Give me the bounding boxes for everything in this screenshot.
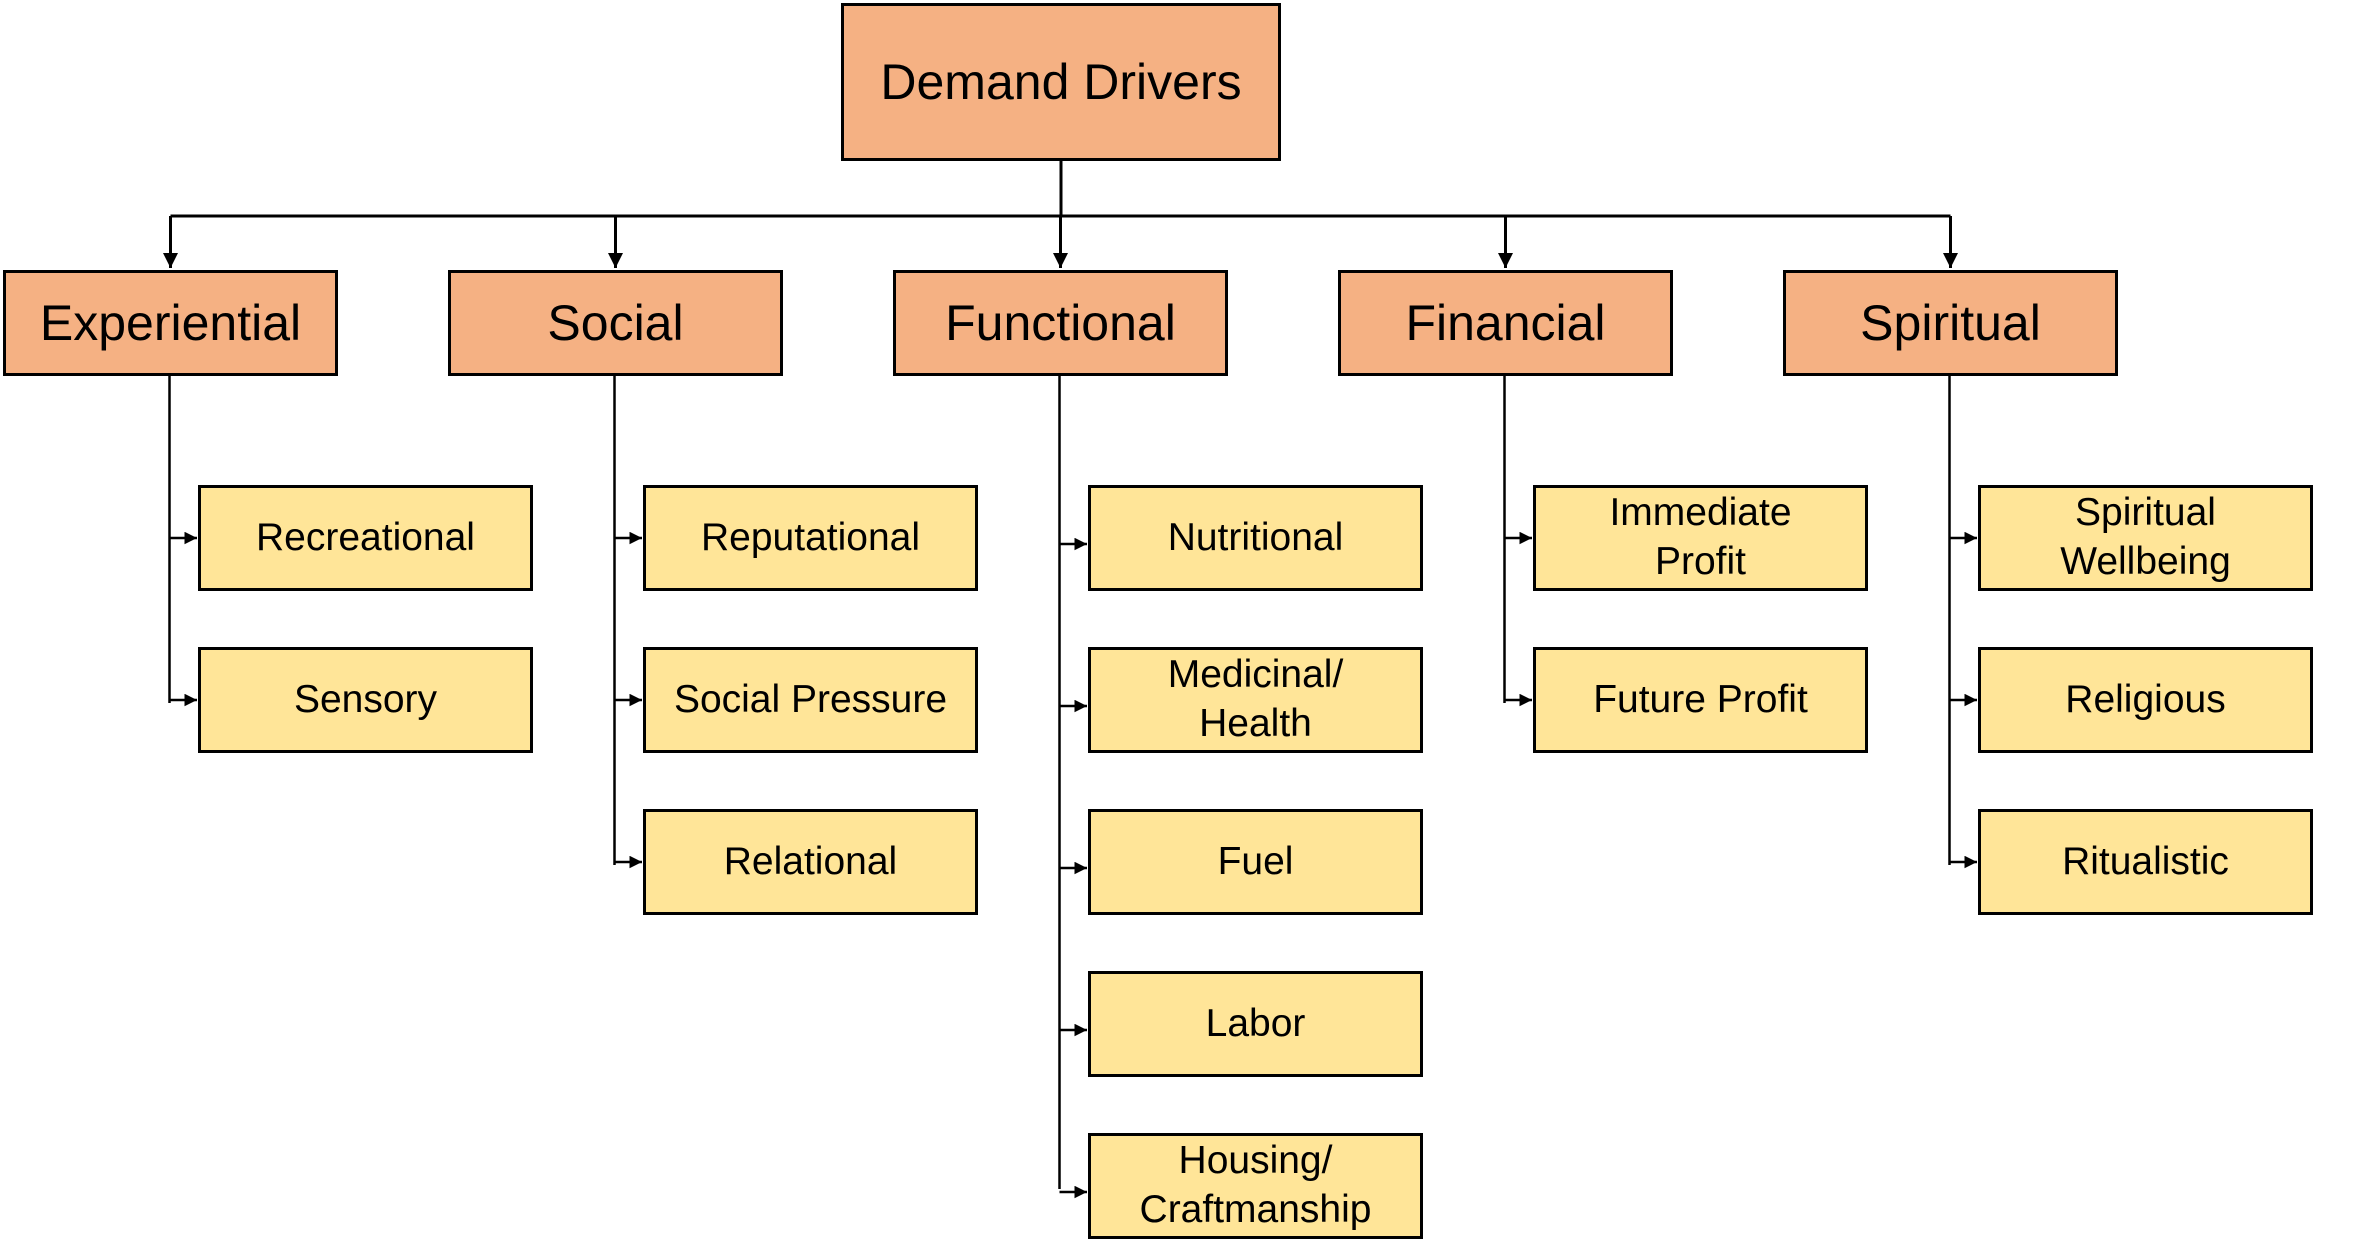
item-functional-4: Housing/ Craftmanship <box>1088 1133 1423 1239</box>
category-functional: Functional <box>893 270 1228 376</box>
item-functional-3-label: Labor <box>1205 1001 1306 1045</box>
item-social-0: Reputational <box>643 485 978 591</box>
item-experiential-1-label: Sensory <box>293 677 438 721</box>
category-spiritual: Spiritual <box>1783 270 2118 376</box>
item-experiential-0-label: Recreational <box>256 515 475 559</box>
item-functional-2: Fuel <box>1088 809 1423 915</box>
item-functional-0: Nutritional <box>1088 485 1423 591</box>
category-financial: Financial <box>1338 270 1673 376</box>
category-financial-label: Financial <box>1405 295 1606 351</box>
item-spiritual-2-label: Ritualistic <box>2062 839 2229 883</box>
item-social-1: Social Pressure <box>643 647 978 753</box>
category-social-label: Social <box>547 295 684 351</box>
root-node: Demand Drivers <box>841 3 1281 161</box>
category-social: Social <box>448 270 783 376</box>
item-experiential-0: Recreational <box>198 485 533 591</box>
category-experiential-label: Experiential <box>39 295 302 351</box>
item-spiritual-1: Religious <box>1978 647 2313 753</box>
item-functional-4-label: Housing/ Craftmanship <box>1139 1139 1372 1231</box>
item-social-2-label: Relational <box>723 839 898 883</box>
item-financial-0-label: Immediate Profit <box>1609 491 1792 583</box>
category-spiritual-label: Spiritual <box>1860 295 2041 351</box>
item-financial-1-label: Future Profit <box>1593 677 1808 721</box>
item-financial-0: Immediate Profit <box>1533 485 1868 591</box>
item-spiritual-0: Spiritual Wellbeing <box>1978 485 2313 591</box>
item-social-2: Relational <box>643 809 978 915</box>
item-spiritual-2: Ritualistic <box>1978 809 2313 915</box>
item-experiential-1: Sensory <box>198 647 533 753</box>
item-financial-1: Future Profit <box>1533 647 1868 753</box>
item-spiritual-0-label: Spiritual Wellbeing <box>2060 491 2231 583</box>
item-functional-1: Medicinal/ Health <box>1088 647 1423 753</box>
category-functional-label: Functional <box>945 295 1176 351</box>
category-experiential: Experiential <box>3 270 338 376</box>
item-functional-2-label: Fuel <box>1217 839 1294 883</box>
item-functional-1-label: Medicinal/ Health <box>1167 653 1344 745</box>
root-node-label: Demand Drivers <box>880 54 1242 110</box>
item-functional-0-label: Nutritional <box>1167 515 1344 559</box>
item-functional-3: Labor <box>1088 971 1423 1077</box>
item-spiritual-1-label: Religious <box>2065 677 2226 721</box>
item-social-0-label: Reputational <box>701 515 920 559</box>
item-social-1-label: Social Pressure <box>673 677 948 721</box>
